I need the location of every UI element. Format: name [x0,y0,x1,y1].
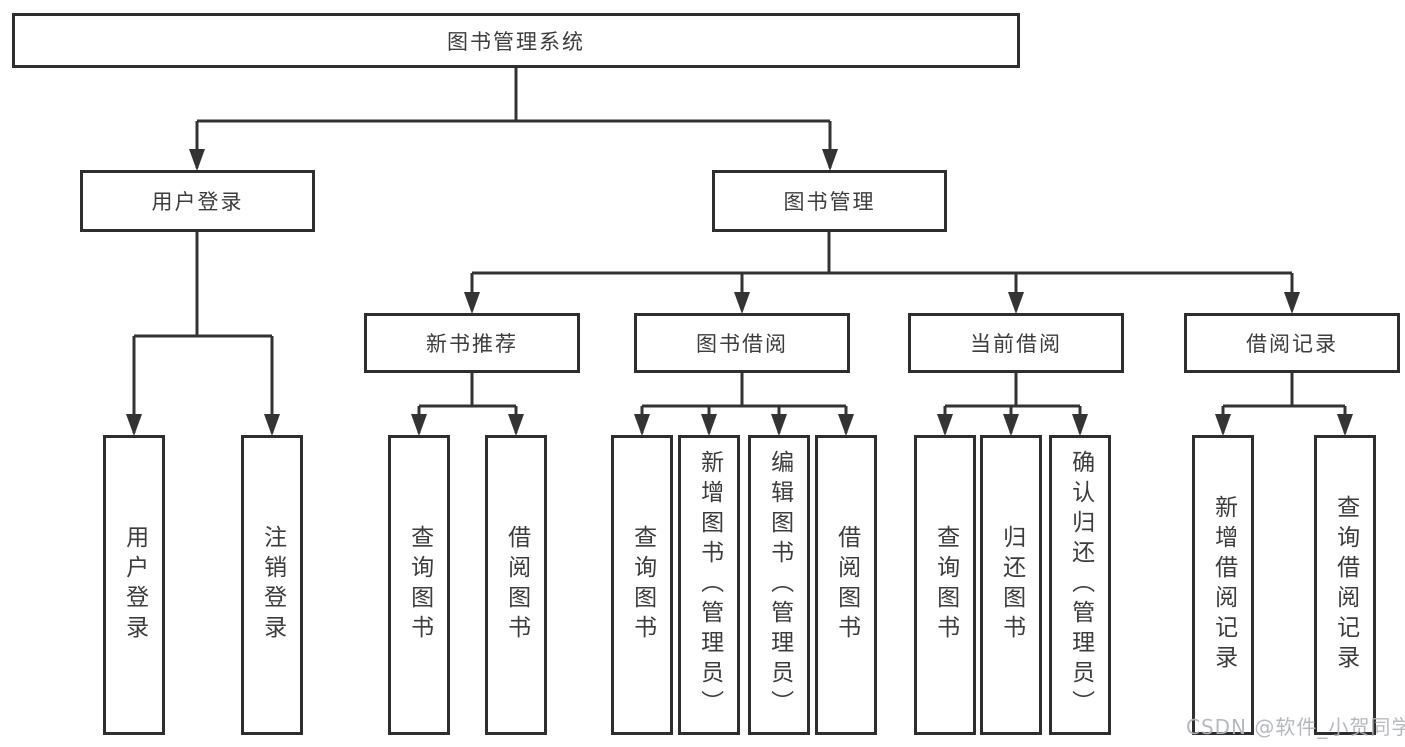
leaf-add-borrow-record: 新增借阅记录 [1192,435,1254,735]
node-new-book-recommend: 新书推荐 [364,313,580,373]
leaf-confirm-return-admin-label: 确认归还（管理员） [1067,450,1094,720]
leaf-add-book-admin: 新增图书（管理员） [678,435,740,735]
leaf-query-books-borrow-label: 查询图书 [629,525,656,645]
leaf-add-borrow-record-label: 新增借阅记录 [1210,495,1237,675]
arrowheads [126,149,1353,436]
node-user-login-label: 用户登录 [151,190,244,214]
node-borrow-records: 借阅记录 [1184,313,1400,373]
leaf-add-book-admin-label: 新增图书（管理员） [696,450,723,720]
node-root: 图书管理系统 [12,13,1020,68]
node-book-management: 图书管理 [712,170,947,232]
leaf-query-books-current-label: 查询图书 [932,525,959,645]
csdn-watermark: CSDN @软件_小贺同学 [1186,715,1405,739]
leaf-logout: 注销登录 [241,435,303,735]
leaf-confirm-return-admin: 确认归还（管理员） [1049,435,1111,735]
node-current-borrow-label: 当前借阅 [970,332,1062,356]
node-new-book-recommend-label: 新书推荐 [426,332,518,356]
leaf-query-books-borrow: 查询图书 [611,435,673,735]
node-root-label: 图书管理系统 [447,29,585,54]
leaf-user-login: 用户登录 [103,435,165,735]
leaf-edit-book-admin-label: 编辑图书（管理员） [766,450,793,720]
leaf-borrow-books-borrow: 借阅图书 [815,435,877,735]
leaf-query-books-recommend: 查询图书 [388,435,450,735]
node-borrow-records-label: 借阅记录 [1246,332,1338,356]
node-book-borrow: 图书借阅 [634,313,850,373]
leaf-query-borrow-record: 查询借阅记录 [1314,435,1376,735]
leaf-borrow-books-borrow-label: 借阅图书 [833,525,860,645]
leaf-query-books-recommend-label: 查询图书 [406,525,433,645]
leaf-query-borrow-record-label: 查询借阅记录 [1332,495,1359,675]
node-current-borrow: 当前借阅 [908,313,1124,373]
connector-paths [132,68,1347,433]
leaf-logout-label: 注销登录 [259,525,286,645]
leaf-edit-book-admin: 编辑图书（管理员） [748,435,810,735]
leaf-borrow-books-recommend-label: 借阅图书 [503,525,530,645]
leaf-return-book-label: 归还图书 [998,525,1025,645]
leaf-user-login-label: 用户登录 [121,525,148,645]
node-book-borrow-label: 图书借阅 [696,332,788,356]
leaf-borrow-books-recommend: 借阅图书 [485,435,547,735]
leaf-query-books-current: 查询图书 [914,435,976,735]
node-user-login: 用户登录 [80,170,315,232]
leaf-return-book: 归还图书 [980,435,1042,735]
node-book-management-label: 图书管理 [783,190,876,214]
